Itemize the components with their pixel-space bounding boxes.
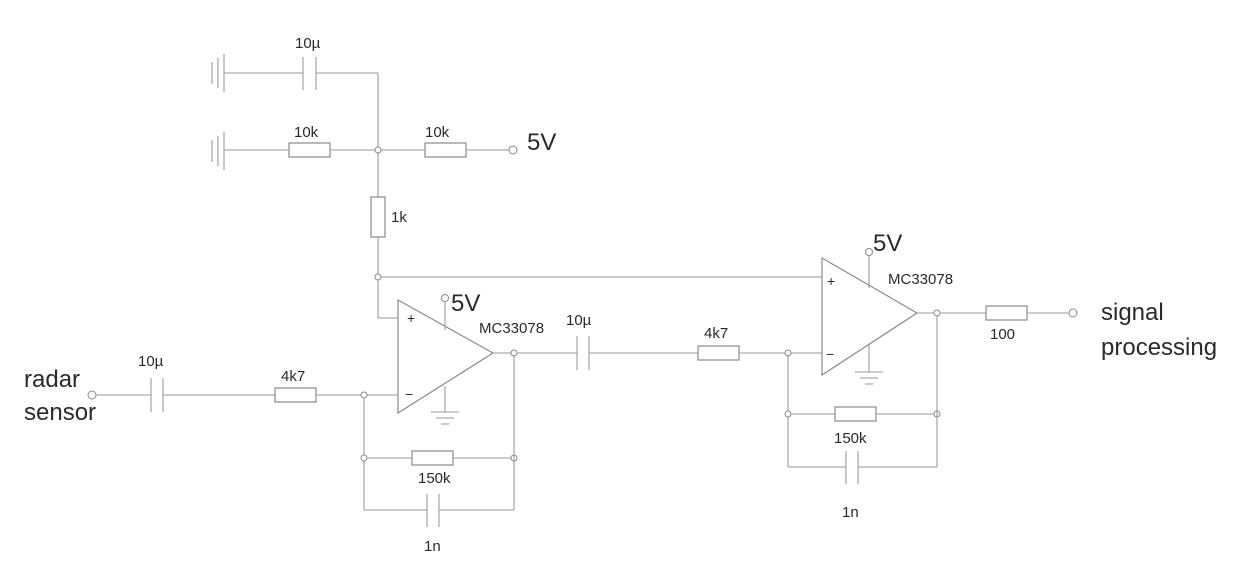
label-c-in: 10µ (138, 353, 164, 370)
label-r-fb1: 150k (418, 470, 451, 487)
junction-node (784, 410, 792, 418)
terminal-5v-op1 (441, 294, 449, 302)
resistor-10k-left (288, 142, 331, 158)
capacitor-1n-fb1 (426, 494, 440, 527)
capacitor-coupling (576, 336, 590, 370)
ground-symbol-top-1 (211, 54, 225, 92)
label-c-couple: 10µ (566, 312, 592, 329)
opamp2-minus-sign: − (826, 346, 834, 362)
capacitor-1n-fb2 (845, 451, 859, 484)
label-r-in2: 4k7 (704, 325, 728, 342)
label-r-fb2: 150k (834, 430, 867, 447)
junction-node (374, 146, 382, 154)
capacitor-top (302, 57, 317, 90)
label-input-line2: sensor (24, 399, 96, 426)
junction-node (784, 349, 792, 357)
resistor-1k (370, 196, 386, 238)
resistor-150k-fb2 (834, 406, 877, 422)
junction-node (360, 391, 368, 399)
ground-symbol-top-2 (211, 132, 225, 170)
junction-node (374, 273, 382, 281)
opamp2-plus-sign: + (827, 273, 835, 289)
terminal-5v-top (508, 145, 518, 155)
resistor-150k-fb1 (411, 450, 454, 466)
resistor-4k7-stage2 (697, 345, 740, 361)
terminal-signal-output (1068, 308, 1078, 318)
terminal-radar-input (87, 390, 97, 400)
label-opamp1: MC33078 (479, 320, 544, 337)
label-supply-op2: 5V (873, 230, 902, 257)
label-output-line1: signal (1101, 299, 1164, 326)
label-supply-top: 5V (527, 129, 556, 156)
junction-node (933, 309, 941, 317)
ground-symbol-op1 (431, 386, 459, 425)
label-r-top-left: 10k (294, 124, 319, 141)
label-opamp2: MC33078 (888, 271, 953, 288)
resistor-100-output (985, 305, 1028, 321)
capacitor-input (150, 378, 164, 412)
label-r-divider: 1k (391, 209, 407, 226)
opamp1-minus-sign: − (405, 386, 413, 402)
label-input-line1: radar (24, 366, 80, 393)
label-supply-op1: 5V (451, 290, 480, 317)
terminal-5v-op2 (865, 248, 873, 256)
resistor-4k7-input (274, 387, 317, 403)
label-r-top-right: 10k (425, 124, 450, 141)
label-output-line2: processing (1101, 334, 1217, 361)
opamp1-plus-sign: + (407, 310, 415, 326)
label-r-in1: 4k7 (281, 368, 305, 385)
label-r-out: 100 (990, 326, 1015, 343)
junction-node (360, 454, 368, 462)
resistor-10k-right (424, 142, 467, 158)
label-c-top: 10µ (295, 35, 321, 52)
label-c-fb2: 1n (842, 504, 859, 521)
junction-node (510, 349, 518, 357)
label-c-fb1: 1n (424, 538, 441, 555)
ground-symbol-op2 (855, 345, 883, 385)
